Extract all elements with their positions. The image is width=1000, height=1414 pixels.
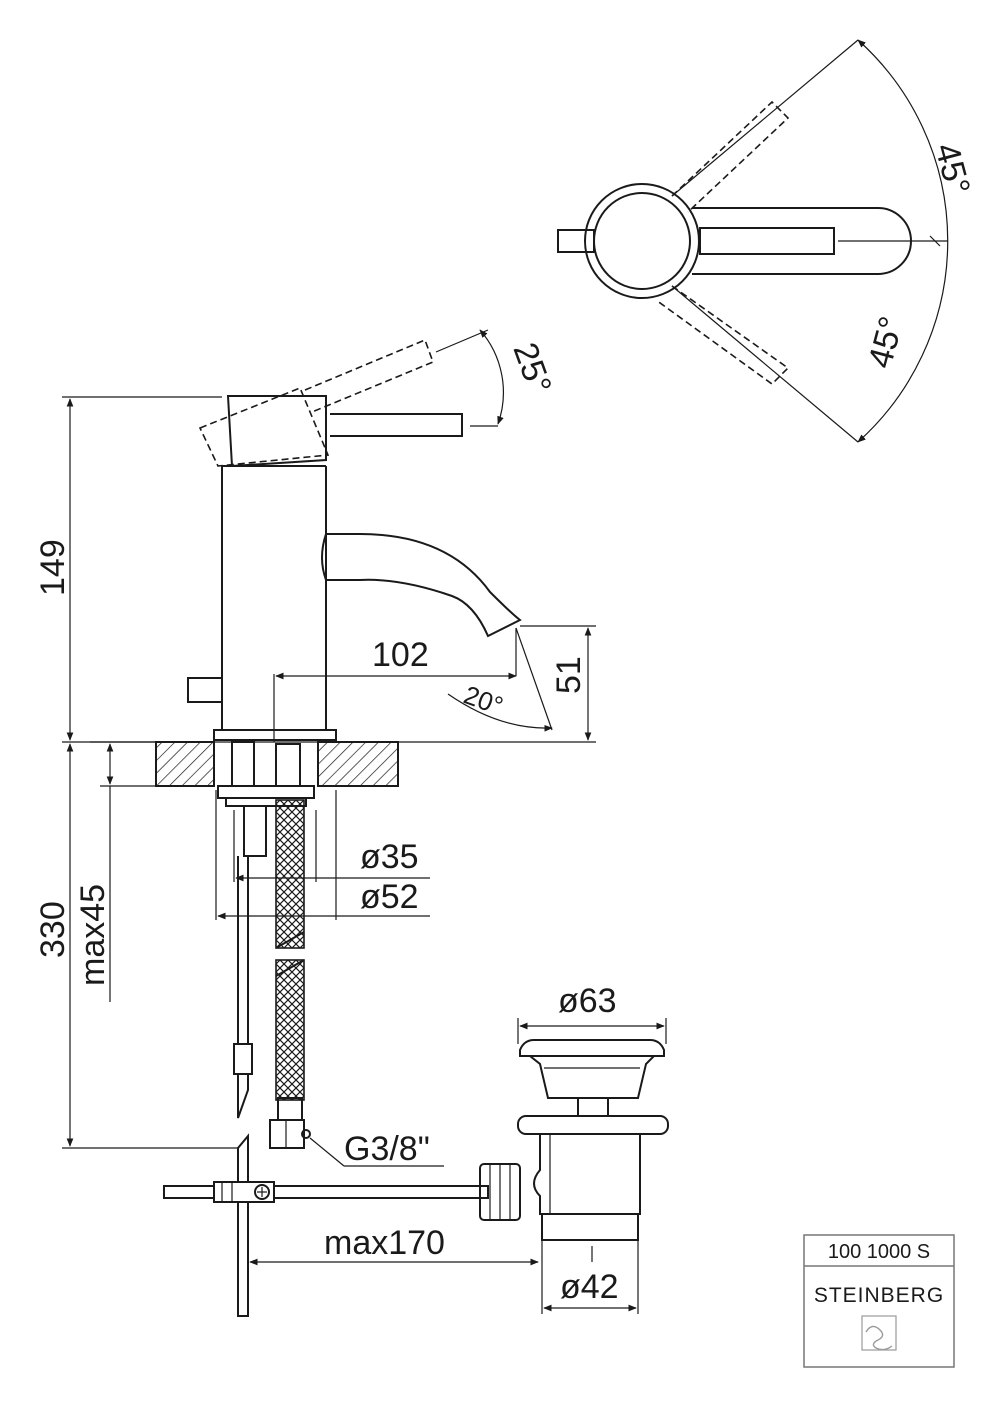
waste-flange — [527, 1055, 657, 1099]
mixer-handle-tilted — [198, 386, 330, 467]
hose-braided-upper — [275, 799, 305, 949]
mixer-spout — [326, 533, 522, 638]
below-counter-label: 330 — [34, 901, 72, 958]
dim-waste-bottom: ø42 — [541, 1240, 639, 1314]
connection-point — [301, 1129, 311, 1139]
spout-height-label: 51 — [550, 656, 588, 694]
height-total-label: 149 — [34, 539, 72, 596]
angle-top-upper-label: 45° — [927, 139, 977, 199]
mounting-shank-upper — [231, 741, 255, 787]
pull-rod — [163, 856, 489, 1317]
dim-20-line-angled — [515, 627, 553, 731]
side-view-mixer: 25° — [187, 329, 559, 741]
top-view-lever-left-rotated — [671, 100, 790, 213]
top-view-angle-arc — [857, 39, 949, 443]
top-view-body-inner — [593, 192, 691, 290]
pull-rod-vertical-lower — [237, 1133, 249, 1317]
dia-35-label: ø35 — [360, 838, 419, 876]
top-view-pull-rod — [557, 229, 595, 253]
max-rod-label: max170 — [324, 1224, 445, 1262]
rod-clamp — [213, 1181, 275, 1203]
pull-rod-clamp — [233, 1043, 253, 1075]
dia-42-label: ø42 — [560, 1268, 619, 1306]
hose-nut — [269, 1119, 305, 1149]
countertop-left — [155, 741, 215, 787]
waste-nut — [517, 1115, 669, 1135]
angle-top-lower-label: 45° — [861, 313, 911, 373]
supply-hose: G3/8" — [269, 799, 444, 1168]
title-block: 100 1000 S STEINBERG — [803, 1234, 955, 1368]
max-thickness-label: max45 — [74, 884, 112, 986]
hose-ferrule — [277, 1097, 303, 1121]
top-view-body-outer — [584, 183, 700, 299]
dim-spout-reach: 102 — [273, 636, 517, 742]
spout-reach-label: 102 — [372, 636, 429, 674]
lever-angle-line-upper — [435, 329, 489, 353]
angle-lever-label: 25° — [505, 338, 558, 399]
countertop-right — [317, 741, 399, 787]
top-view-lever-right-rotated — [655, 285, 790, 386]
title-block-frame — [803, 1234, 955, 1368]
mixer-base-ring — [213, 729, 337, 741]
spout-angle-label: 20° — [460, 679, 507, 721]
waste-cap — [519, 1039, 665, 1057]
dim-height-total: 149 — [34, 396, 222, 743]
dim-max-rod: max170 — [249, 1224, 539, 1266]
steinberg-logo-icon — [861, 1315, 897, 1351]
horizontal-rod — [163, 1185, 489, 1199]
waste-tail — [541, 1213, 639, 1241]
mixer-handle-block — [226, 395, 327, 468]
dim-20-arc — [447, 693, 553, 732]
mixer-lever-raised — [304, 338, 435, 413]
dia-52-label: ø52 — [360, 878, 419, 916]
mixer-lever — [330, 413, 463, 437]
connection-label: G3/8" — [344, 1130, 430, 1168]
top-view: 45° 45° — [557, 39, 977, 443]
dim-below-counter: 330 max45 — [34, 743, 238, 1149]
pull-rod-cut — [237, 1074, 249, 1119]
dim-diameters: ø35 ø52 — [215, 790, 430, 920]
dia-63-label: ø63 — [558, 982, 617, 1020]
mixer-spout-curve — [321, 533, 327, 581]
clamp-screw-icon — [254, 1184, 270, 1200]
waste-assembly — [479, 1039, 669, 1262]
brand-name: STEINBERG — [814, 1284, 944, 1307]
mounting-stud — [243, 805, 267, 857]
hose-break-top — [275, 931, 305, 949]
top-view-axis-upper — [671, 39, 859, 197]
hose-break-bottom — [275, 959, 305, 977]
hose-braided-lower — [275, 959, 305, 1101]
countertop — [90, 741, 399, 857]
product-code: 100 1000 S — [828, 1241, 930, 1263]
mixer-pull-knob — [187, 677, 223, 703]
top-view-axis-lower — [671, 285, 859, 443]
top-view-angle-mid-tick — [929, 235, 941, 247]
top-view-lever-handle — [699, 227, 835, 255]
waste-stem — [577, 1097, 609, 1117]
connection-leader — [309, 1137, 345, 1167]
mounting-nut — [217, 785, 315, 799]
hose-connector-top — [275, 743, 301, 787]
dim-waste-top: ø63 — [517, 982, 667, 1044]
lever-angle-arc — [479, 329, 504, 425]
